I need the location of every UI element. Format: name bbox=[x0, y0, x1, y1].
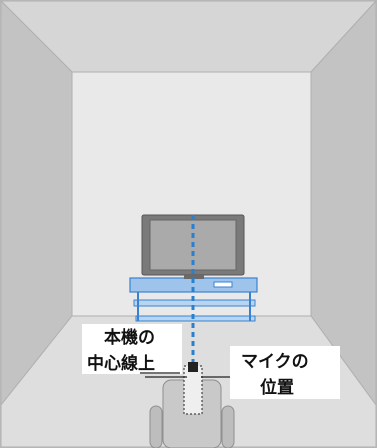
mic-position-label-line-2: 位置 bbox=[260, 377, 294, 398]
center-line-label-line-2: 中心線上 bbox=[87, 353, 155, 374]
microphone-icon bbox=[183, 362, 203, 415]
center-line-label-bg bbox=[82, 324, 182, 374]
mic-position-label-line-1: マイクの bbox=[241, 352, 309, 372]
center-line-label-line-1: 本機の bbox=[104, 327, 155, 348]
mic-label-bg bbox=[230, 346, 340, 399]
